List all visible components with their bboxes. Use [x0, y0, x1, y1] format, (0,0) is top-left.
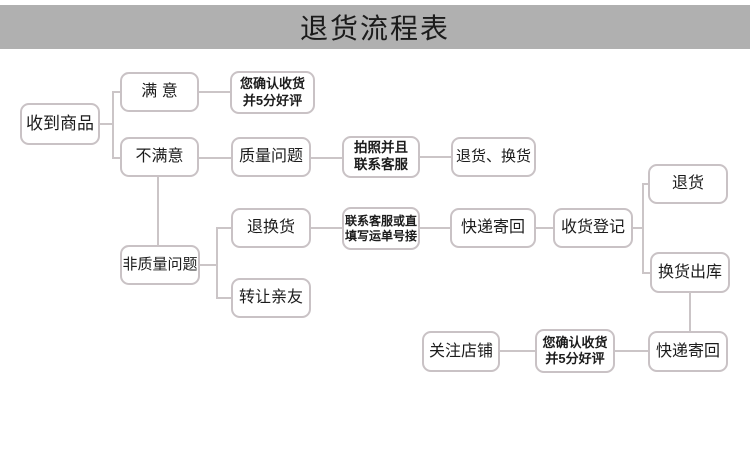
node-exchange-outbound: 换货出库: [650, 252, 730, 293]
flow-line: [689, 292, 691, 331]
flow-line: [199, 91, 230, 93]
flow-line: [420, 227, 450, 229]
node-follow-store: 关注店铺: [422, 331, 500, 372]
node-satisfied: 满 意: [120, 72, 199, 112]
node-unsatisfied: 不满意: [120, 137, 199, 177]
node-transfer-friends: 转让亲友: [231, 278, 311, 318]
flow-line: [500, 350, 535, 352]
node-express-return-bottom: 快递寄回: [648, 331, 728, 372]
page-title: 退货流程表: [299, 13, 450, 44]
node-confirm-receipt-top: 您确认收货 并5分好评: [230, 71, 315, 114]
flow-line: [633, 227, 644, 229]
flow-line: [112, 91, 120, 93]
flow-line: [615, 350, 648, 352]
flow-line: [157, 177, 159, 245]
flow-line: [216, 227, 218, 299]
flow-line: [216, 297, 231, 299]
flow-line: [311, 227, 342, 229]
flow-line: [311, 157, 342, 159]
flow-line: [642, 183, 648, 185]
flow-line: [199, 157, 231, 159]
flow-line: [420, 156, 451, 158]
flow-line: [100, 123, 113, 125]
flow-line: [216, 227, 231, 229]
node-return-goods: 退货: [648, 164, 728, 204]
node-quality-issue: 质量问题: [231, 137, 311, 177]
flow-line: [536, 227, 553, 229]
flow-line: [642, 183, 644, 274]
node-photo-contact-service: 拍照并且 联系客服: [342, 136, 420, 178]
node-receipt-register: 收货登记: [553, 208, 633, 248]
node-express-return-mid: 快递寄回: [450, 208, 536, 248]
node-contact-service-waybill: 联系客服或直 填写运单号接: [342, 207, 420, 250]
node-received-goods: 收到商品: [20, 103, 100, 145]
flow-line: [112, 91, 114, 159]
node-confirm-receipt-bottom: 您确认收货 并5分好评: [535, 329, 615, 373]
node-return-or-exchange: 退货、换货: [451, 137, 536, 177]
node-exchange-return: 退换货: [231, 208, 311, 248]
title-banner: 退货流程表: [0, 5, 750, 49]
flow-line: [112, 157, 120, 159]
node-non-quality-issue: 非质量问题: [120, 245, 200, 285]
flow-line: [642, 272, 650, 274]
flow-line: [200, 264, 217, 266]
